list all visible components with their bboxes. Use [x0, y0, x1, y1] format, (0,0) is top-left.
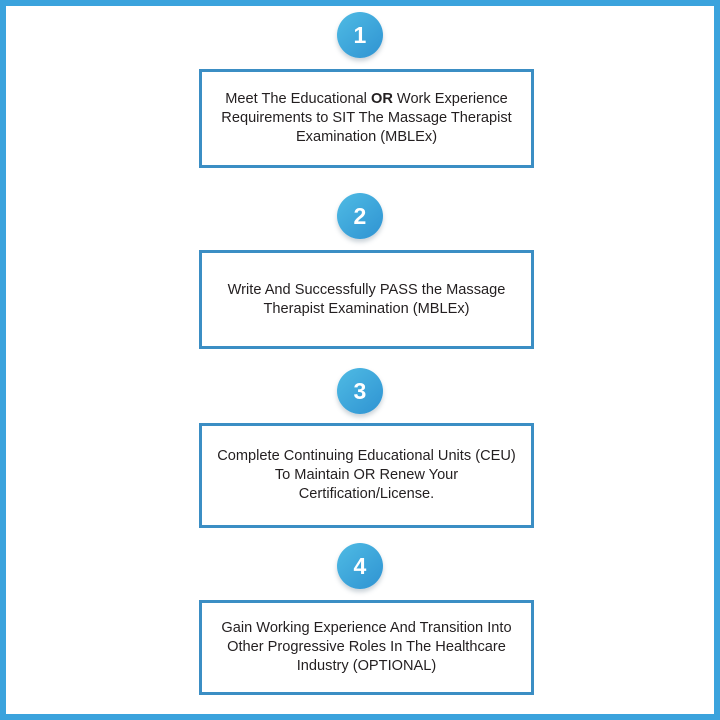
step-number-label-2: 2	[353, 202, 367, 229]
step-number-badge-2: 2	[337, 193, 383, 239]
step-card-3: Complete Continuing Educational Units (C…	[199, 423, 534, 528]
step-card-text-3: Complete Continuing Educational Units (C…	[217, 448, 516, 502]
step-card-4: Gain Working Experience And Transition I…	[199, 600, 534, 695]
step-badge-wrap-1: 1	[6, 12, 714, 58]
step-number-label-4: 4	[353, 552, 367, 579]
step-number-badge-1: 1	[337, 12, 383, 58]
step-badge-wrap-2: 2	[6, 193, 714, 239]
step-card-text-1: Meet The Educational OR Work Experience …	[221, 91, 512, 145]
emphasized-text: OR	[370, 91, 393, 107]
step-card-text-2: Write And Successfully PASS the Massage …	[227, 281, 506, 317]
step-badge-wrap-3: 3	[6, 368, 714, 414]
step-number-label-3: 3	[353, 377, 367, 404]
steps-list: 1 Meet The Educational OR Work Experienc…	[6, 6, 714, 714]
step-number-badge-3: 3	[337, 368, 383, 414]
step-card-1: Meet The Educational OR Work Experience …	[199, 69, 534, 168]
step-number-label-1: 1	[353, 21, 367, 48]
step-card-2: Write And Successfully PASS the Massage …	[199, 250, 534, 349]
step-badge-wrap-4: 4	[6, 543, 714, 589]
step-number-badge-4: 4	[337, 543, 383, 589]
step-card-text-4: Gain Working Experience And Transition I…	[221, 620, 512, 674]
